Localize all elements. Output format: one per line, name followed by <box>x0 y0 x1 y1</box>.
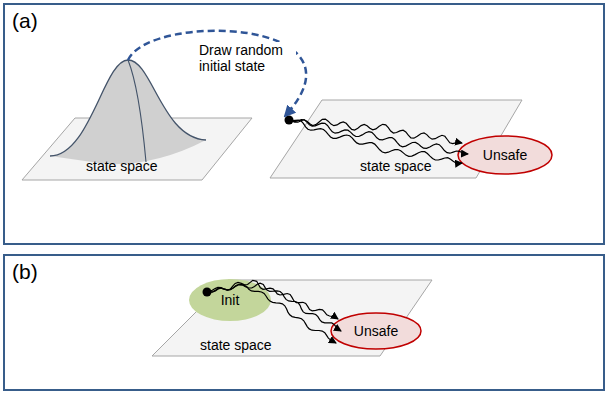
trajectory-arrow <box>207 285 337 343</box>
region-label: Unsafe <box>354 323 398 339</box>
trajectory-arrow <box>207 283 342 331</box>
state-space-plane: state space <box>20 56 255 182</box>
trajectory-arrow <box>207 280 339 319</box>
panel-label: (b) <box>12 260 38 284</box>
initial-state-dot <box>285 116 294 125</box>
region-label: Unsafe <box>483 147 527 163</box>
trajectory <box>289 120 462 163</box>
trajectory <box>289 119 462 144</box>
plane-label: state space <box>86 158 158 174</box>
init-region: Init <box>188 278 272 322</box>
dashed-arrow <box>128 31 306 116</box>
plane-label: state space <box>200 337 272 353</box>
plane-label: state space <box>360 158 432 174</box>
state-space-plane: state space Unsafe <box>268 98 524 180</box>
panel: (b) state space InitUnsafe <box>3 254 605 391</box>
unsafe-region: Unsafe <box>330 312 422 350</box>
arrow-label: Draw random initial state <box>198 42 296 74</box>
unsafe-region: Unsafe <box>457 135 553 175</box>
region-label: Init <box>221 292 240 308</box>
panel-label: (a) <box>12 9 38 33</box>
